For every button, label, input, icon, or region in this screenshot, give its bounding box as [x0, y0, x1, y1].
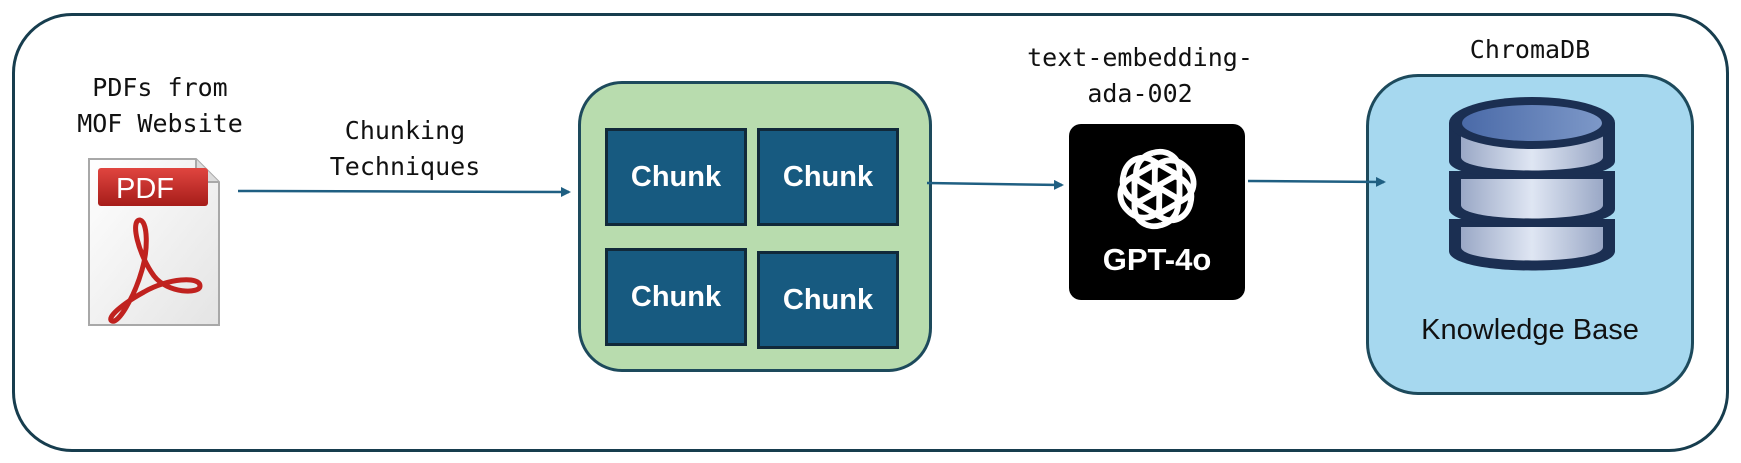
source-label-line-1: PDFs from	[92, 73, 228, 102]
embedding-label-line-2: ada-002	[1087, 79, 1193, 108]
openai-logo-icon	[1117, 148, 1197, 230]
chunking-label: Chunking Techniques	[300, 113, 510, 185]
pdf-icon-text: PDF	[116, 173, 174, 205]
gpt-model-name: GPT-4o	[1102, 242, 1212, 277]
database-icon	[1449, 97, 1615, 271]
chunk-box: Chunk	[605, 248, 747, 346]
chunks-panel: Chunk Chunk Chunk Chunk	[578, 81, 932, 372]
gpt-model-box: GPT-4o	[1069, 124, 1245, 300]
source-label: PDFs from MOF Website	[40, 70, 280, 142]
vector-store-name: ChromaDB	[1469, 35, 1591, 64]
chunking-label-line-2: Techniques	[329, 152, 481, 181]
diagram-frame	[12, 13, 1729, 452]
chunk-box: Chunk	[605, 128, 747, 226]
embedding-label-line-1: text-embedding-	[1027, 43, 1253, 72]
chunk-box: Chunk	[757, 251, 899, 349]
knowledge-base-panel: Knowledge Base	[1366, 74, 1694, 395]
chunk-box: Chunk	[757, 128, 899, 226]
pdf-document-icon: PDF	[88, 158, 220, 326]
source-label-line-2: MOF Website	[77, 109, 243, 138]
knowledge-base-label: Knowledge Base	[1421, 314, 1639, 346]
chunking-label-line-1: Chunking	[344, 116, 466, 145]
embedding-model-label: text-embedding- ada-002	[1000, 40, 1280, 112]
